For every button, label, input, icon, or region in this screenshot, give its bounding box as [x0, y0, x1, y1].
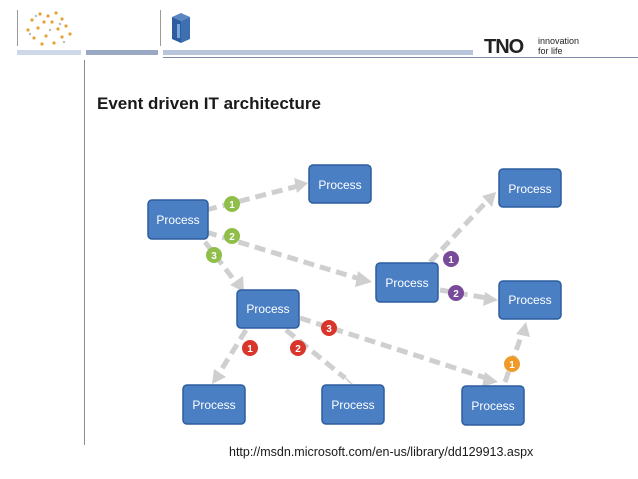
svg-text:1: 1 [448, 255, 454, 266]
process-node-top-center: Process [308, 164, 372, 204]
arrowhead-right [483, 292, 498, 306]
badge-red-2: 2 [290, 340, 306, 356]
tno-tagline: innovation for life [538, 36, 608, 56]
process-label: Process [192, 398, 235, 412]
arrow-middle-to-bottom-left [215, 328, 249, 377]
process-label: Process [385, 276, 428, 290]
header-rule [163, 57, 638, 58]
process-node-bottom-center: Process [321, 384, 385, 425]
svg-text:2: 2 [453, 289, 459, 300]
arrowhead-bottom-left [212, 369, 226, 384]
badge-green-2: 2 [224, 228, 240, 244]
event-badges: 1 2 3 1 2 1 2 3 [206, 196, 520, 372]
badge-red-1: 1 [242, 340, 258, 356]
badge-green-3: 3 [206, 247, 222, 263]
tno-tagline-line2: for life [538, 45, 563, 56]
svg-text:2: 2 [229, 232, 235, 243]
badge-purple-1: 1 [443, 251, 459, 267]
process-label: Process [471, 399, 514, 413]
process-node-top-right: Process [498, 168, 562, 208]
header-divider-left [17, 10, 18, 46]
arrowhead-center-right [355, 271, 372, 287]
arrowhead-bottom-center [340, 372, 354, 385]
svg-text:3: 3 [211, 251, 217, 262]
tno-brand: TNO [484, 36, 524, 58]
svg-text:1: 1 [247, 344, 253, 355]
process-nodes: Process Process Process Process Process … [147, 164, 562, 426]
slide-title: Event driven IT architecture [97, 94, 321, 113]
content-divider [84, 60, 85, 445]
process-node-bottom-left: Process [182, 384, 246, 425]
dots-logo-icon [26, 11, 72, 46]
arrowhead-top-right [482, 192, 496, 207]
arrowhead-bottom-right [482, 372, 498, 387]
process-label: Process [508, 182, 551, 196]
svg-text:3: 3 [326, 324, 332, 335]
process-label: Process [156, 213, 199, 227]
svg-text:1: 1 [229, 200, 235, 211]
arrow-middle-to-bottom-right [299, 315, 487, 381]
svg-text:2: 2 [295, 344, 301, 355]
process-node-middle: Process [236, 289, 300, 329]
process-node-right: Process [498, 280, 562, 320]
source-link[interactable]: http://msdn.microsoft.com/en-us/library/… [229, 445, 534, 459]
arrowhead-middle [230, 276, 244, 292]
header-bar-left [17, 50, 81, 55]
process-node-bottom-right: Process [461, 385, 525, 426]
tno-tagline-line1: innovation [538, 36, 580, 46]
badge-red-3: 3 [321, 320, 337, 336]
process-label: Process [246, 302, 289, 316]
arrowhead-top-center [294, 178, 308, 193]
process-label: Process [318, 178, 361, 192]
arrow-center-right-to-top-right [428, 198, 490, 264]
arrow-middle-to-bottom-center [284, 328, 347, 380]
header-bar-right [163, 50, 473, 55]
arrow-left-to-top-center [205, 183, 299, 213]
process-label: Process [508, 293, 551, 307]
process-node-center-right: Process [375, 262, 439, 303]
badge-green-1: 1 [224, 196, 240, 212]
arrowhead-right-from-below [516, 322, 530, 337]
arrows [203, 178, 530, 387]
svg-text:1: 1 [509, 360, 515, 371]
process-label: Process [331, 398, 374, 412]
header-divider-mid [160, 10, 161, 46]
badge-purple-2: 2 [448, 285, 464, 301]
header-bar-mid [86, 50, 158, 55]
process-node-left: Process [147, 199, 209, 240]
cube-logo-icon [172, 13, 190, 43]
badge-orange-1: 1 [504, 356, 520, 372]
